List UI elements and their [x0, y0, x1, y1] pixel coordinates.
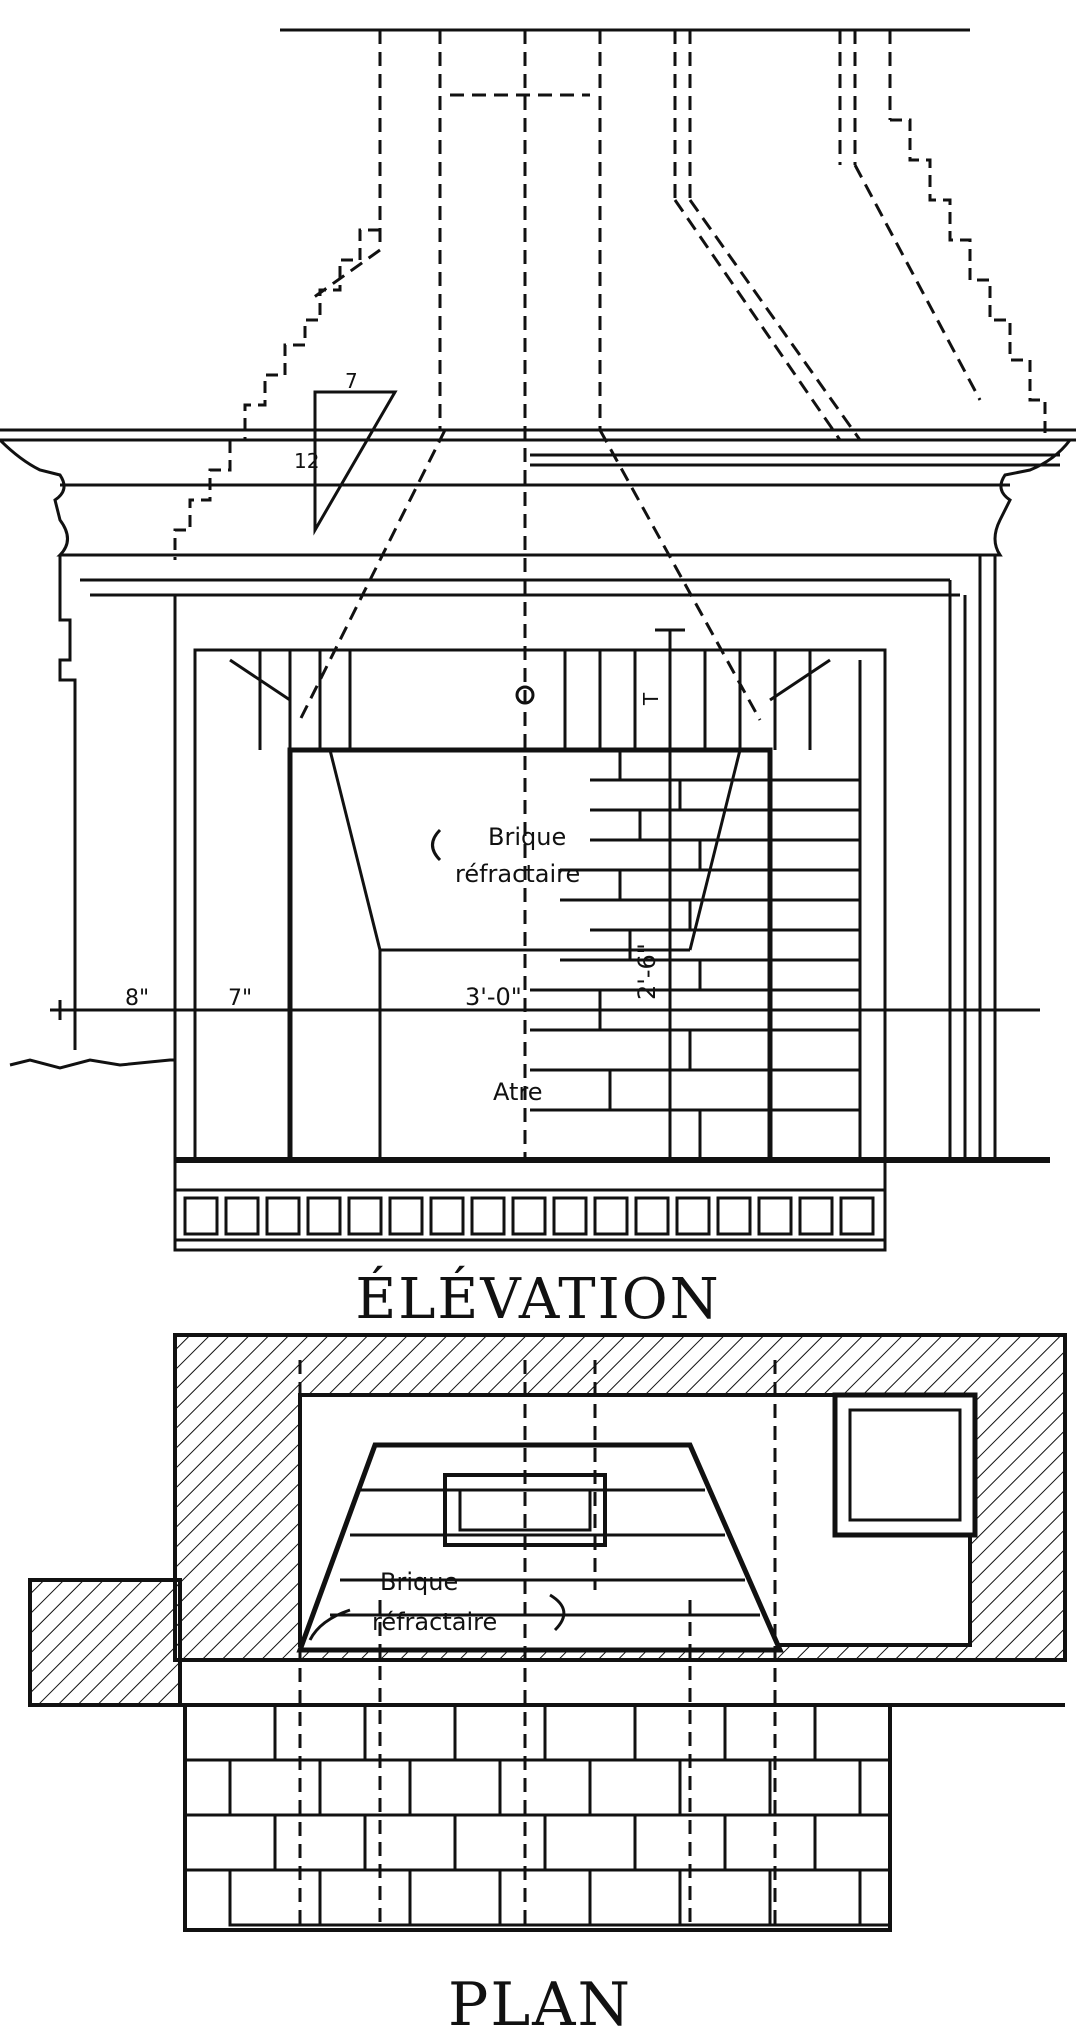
plan-title: PLAN	[448, 1970, 632, 2040]
hearth-brick	[716, 1196, 752, 1236]
corbel-steps-right	[890, 118, 1047, 440]
hearth-brick	[511, 1196, 547, 1236]
plan-view: Brique réfractaire PLAN	[28, 1333, 1067, 2040]
corbel-steps-left	[173, 228, 380, 560]
hearth-brick	[757, 1196, 793, 1236]
hearth-brick	[388, 1196, 424, 1236]
plan-dashed-lines	[298, 1360, 777, 1930]
plan-firebox-courses	[330, 1473, 760, 1617]
elevation-title: ÉLÉVATION	[355, 1265, 720, 1332]
hearth-brick	[429, 1196, 465, 1236]
mantel-shelf	[0, 428, 1076, 557]
plan-hearth	[183, 1703, 892, 1932]
hearth-brick	[347, 1196, 383, 1236]
hearth-brick	[470, 1196, 506, 1236]
label-atre: Atre	[493, 1078, 543, 1106]
label-refractaire-plan: réfractaire	[372, 1608, 497, 1636]
hearth-brick	[675, 1196, 711, 1236]
plan-leader-left	[308, 1608, 351, 1641]
dimension-left-reveal: 8"	[125, 986, 149, 1011]
label-brique-plan: Brique	[380, 1568, 458, 1596]
hearth-brick	[265, 1196, 301, 1236]
label-refractaire-elevation: réfractaire	[455, 860, 580, 888]
hearth-brick	[634, 1196, 670, 1236]
hearth-brick	[183, 1196, 219, 1236]
flue-dashed-lines	[298, 30, 982, 1160]
lintel-bricks	[258, 650, 812, 750]
label-brique-elevation: Brique	[488, 823, 566, 851]
label-leader-brique	[431, 828, 442, 862]
dimension-opening-height: 2'-6"	[633, 943, 661, 1000]
plan-flue-inner	[848, 1408, 962, 1522]
hearth-brick	[224, 1196, 260, 1236]
surround-frame	[9, 555, 997, 1160]
slope-rise-label: 12	[294, 449, 319, 473]
hearth-foundation	[173, 1157, 1050, 1252]
dimension-lines	[50, 628, 1040, 1162]
slope-run-label: 7	[345, 369, 358, 393]
plan-firebox	[296, 1442, 784, 1653]
plan-wall-left	[28, 1578, 182, 1707]
hearth-bricks	[183, 1196, 875, 1236]
hearth-brick	[552, 1196, 588, 1236]
hearth-brick	[593, 1196, 629, 1236]
plan-flue	[832, 1392, 978, 1538]
hearth-brick	[306, 1196, 342, 1236]
plan-hearth-brick	[858, 1868, 892, 1927]
plan-leader-right	[549, 1593, 566, 1632]
dimension-lintel-depth: T	[639, 692, 663, 706]
dimension-jamb: 7"	[228, 986, 252, 1011]
elevation-view: 7 12	[0, 28, 1076, 1332]
hearth-brick	[798, 1196, 834, 1236]
plan-hearth-bricks	[183, 1703, 892, 1927]
slope-triangle	[313, 390, 398, 536]
dimension-opening-width: 3'-0"	[465, 983, 522, 1011]
hearth-brick	[839, 1196, 875, 1236]
